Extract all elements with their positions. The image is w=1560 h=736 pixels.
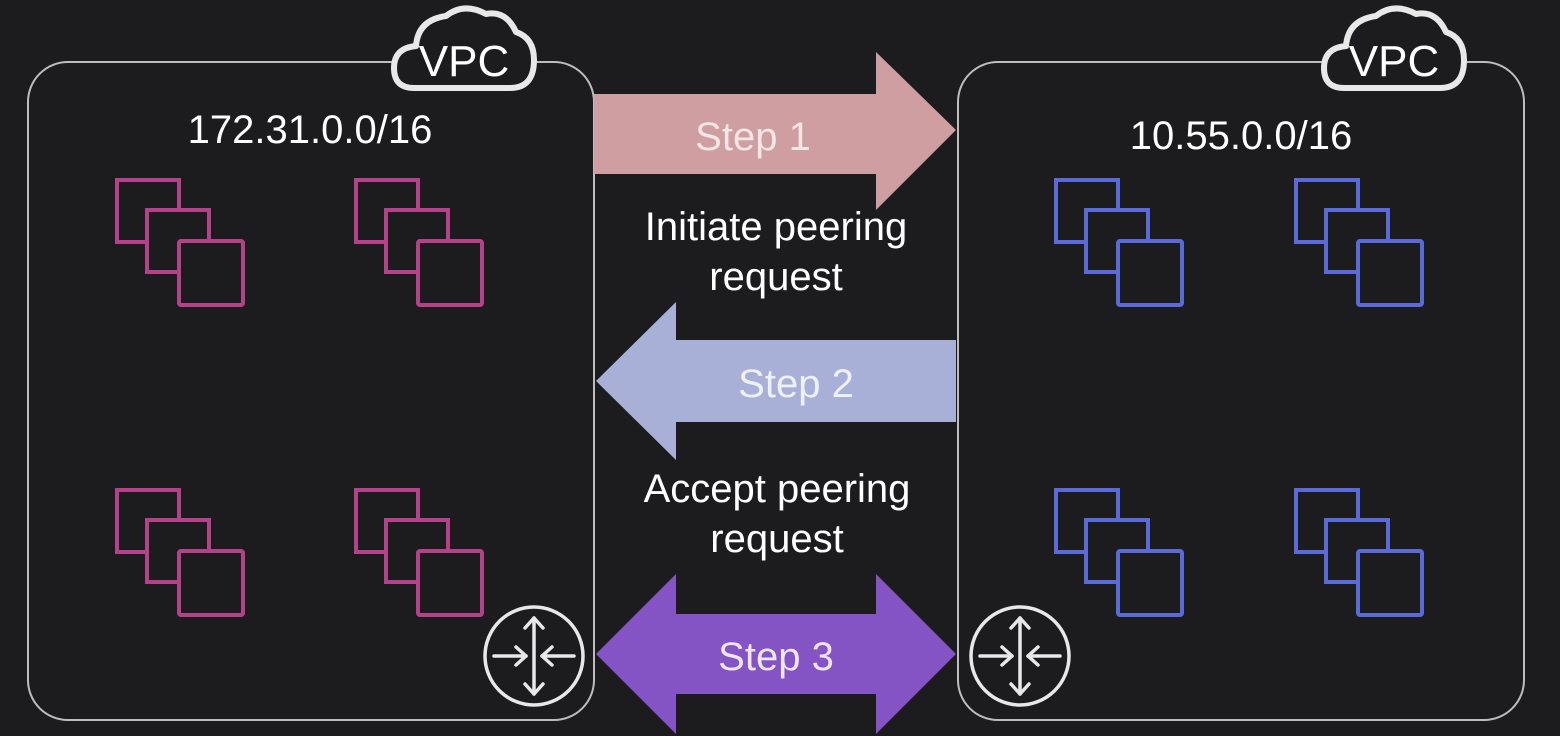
step-2: Step 2 Accept peering request <box>596 302 956 561</box>
step-1: Step 1 Initiate peering request <box>594 52 956 299</box>
vpc-left-badge: VPC <box>419 37 509 86</box>
cloud-icon <box>1321 5 1467 91</box>
instance-group-icon <box>115 178 245 307</box>
step-3-label: Step 3 <box>718 635 834 679</box>
instance-group-icon <box>1294 178 1424 307</box>
instance-group-icon <box>354 178 484 307</box>
instance-group-icon <box>1054 488 1184 617</box>
step-1-caption: request <box>709 255 842 299</box>
vpc-left: VPC 172.31.0.0/16 <box>27 5 595 721</box>
left-arrow-icon <box>596 302 956 460</box>
instance-group-icon <box>354 488 484 617</box>
step-2-caption: request <box>710 517 843 561</box>
double-arrow-icon <box>596 574 956 734</box>
vpc-left-boundary <box>27 61 595 721</box>
vpc-right: VPC 10.55.0.0/16 <box>957 5 1525 721</box>
step-1-caption: Initiate peering <box>645 205 907 249</box>
instance-group-icon <box>115 488 245 617</box>
cloud-icon <box>391 5 537 91</box>
vpc-right-cidr: 10.55.0.0/16 <box>1130 114 1352 158</box>
step-1-label: Step 1 <box>695 115 811 159</box>
step-2-label: Step 2 <box>738 362 854 406</box>
router-icon <box>483 605 585 707</box>
router-icon <box>969 605 1071 707</box>
step-2-caption: Accept peering <box>644 467 911 511</box>
step-3: Step 3 <box>596 574 956 734</box>
right-arrow-icon <box>594 52 956 210</box>
vpc-right-badge: VPC <box>1349 37 1439 86</box>
instance-group-icon <box>1054 178 1184 307</box>
vpc-left-cidr: 172.31.0.0/16 <box>188 108 433 152</box>
instance-group-icon <box>1294 488 1424 617</box>
vpc-right-boundary <box>957 61 1525 721</box>
